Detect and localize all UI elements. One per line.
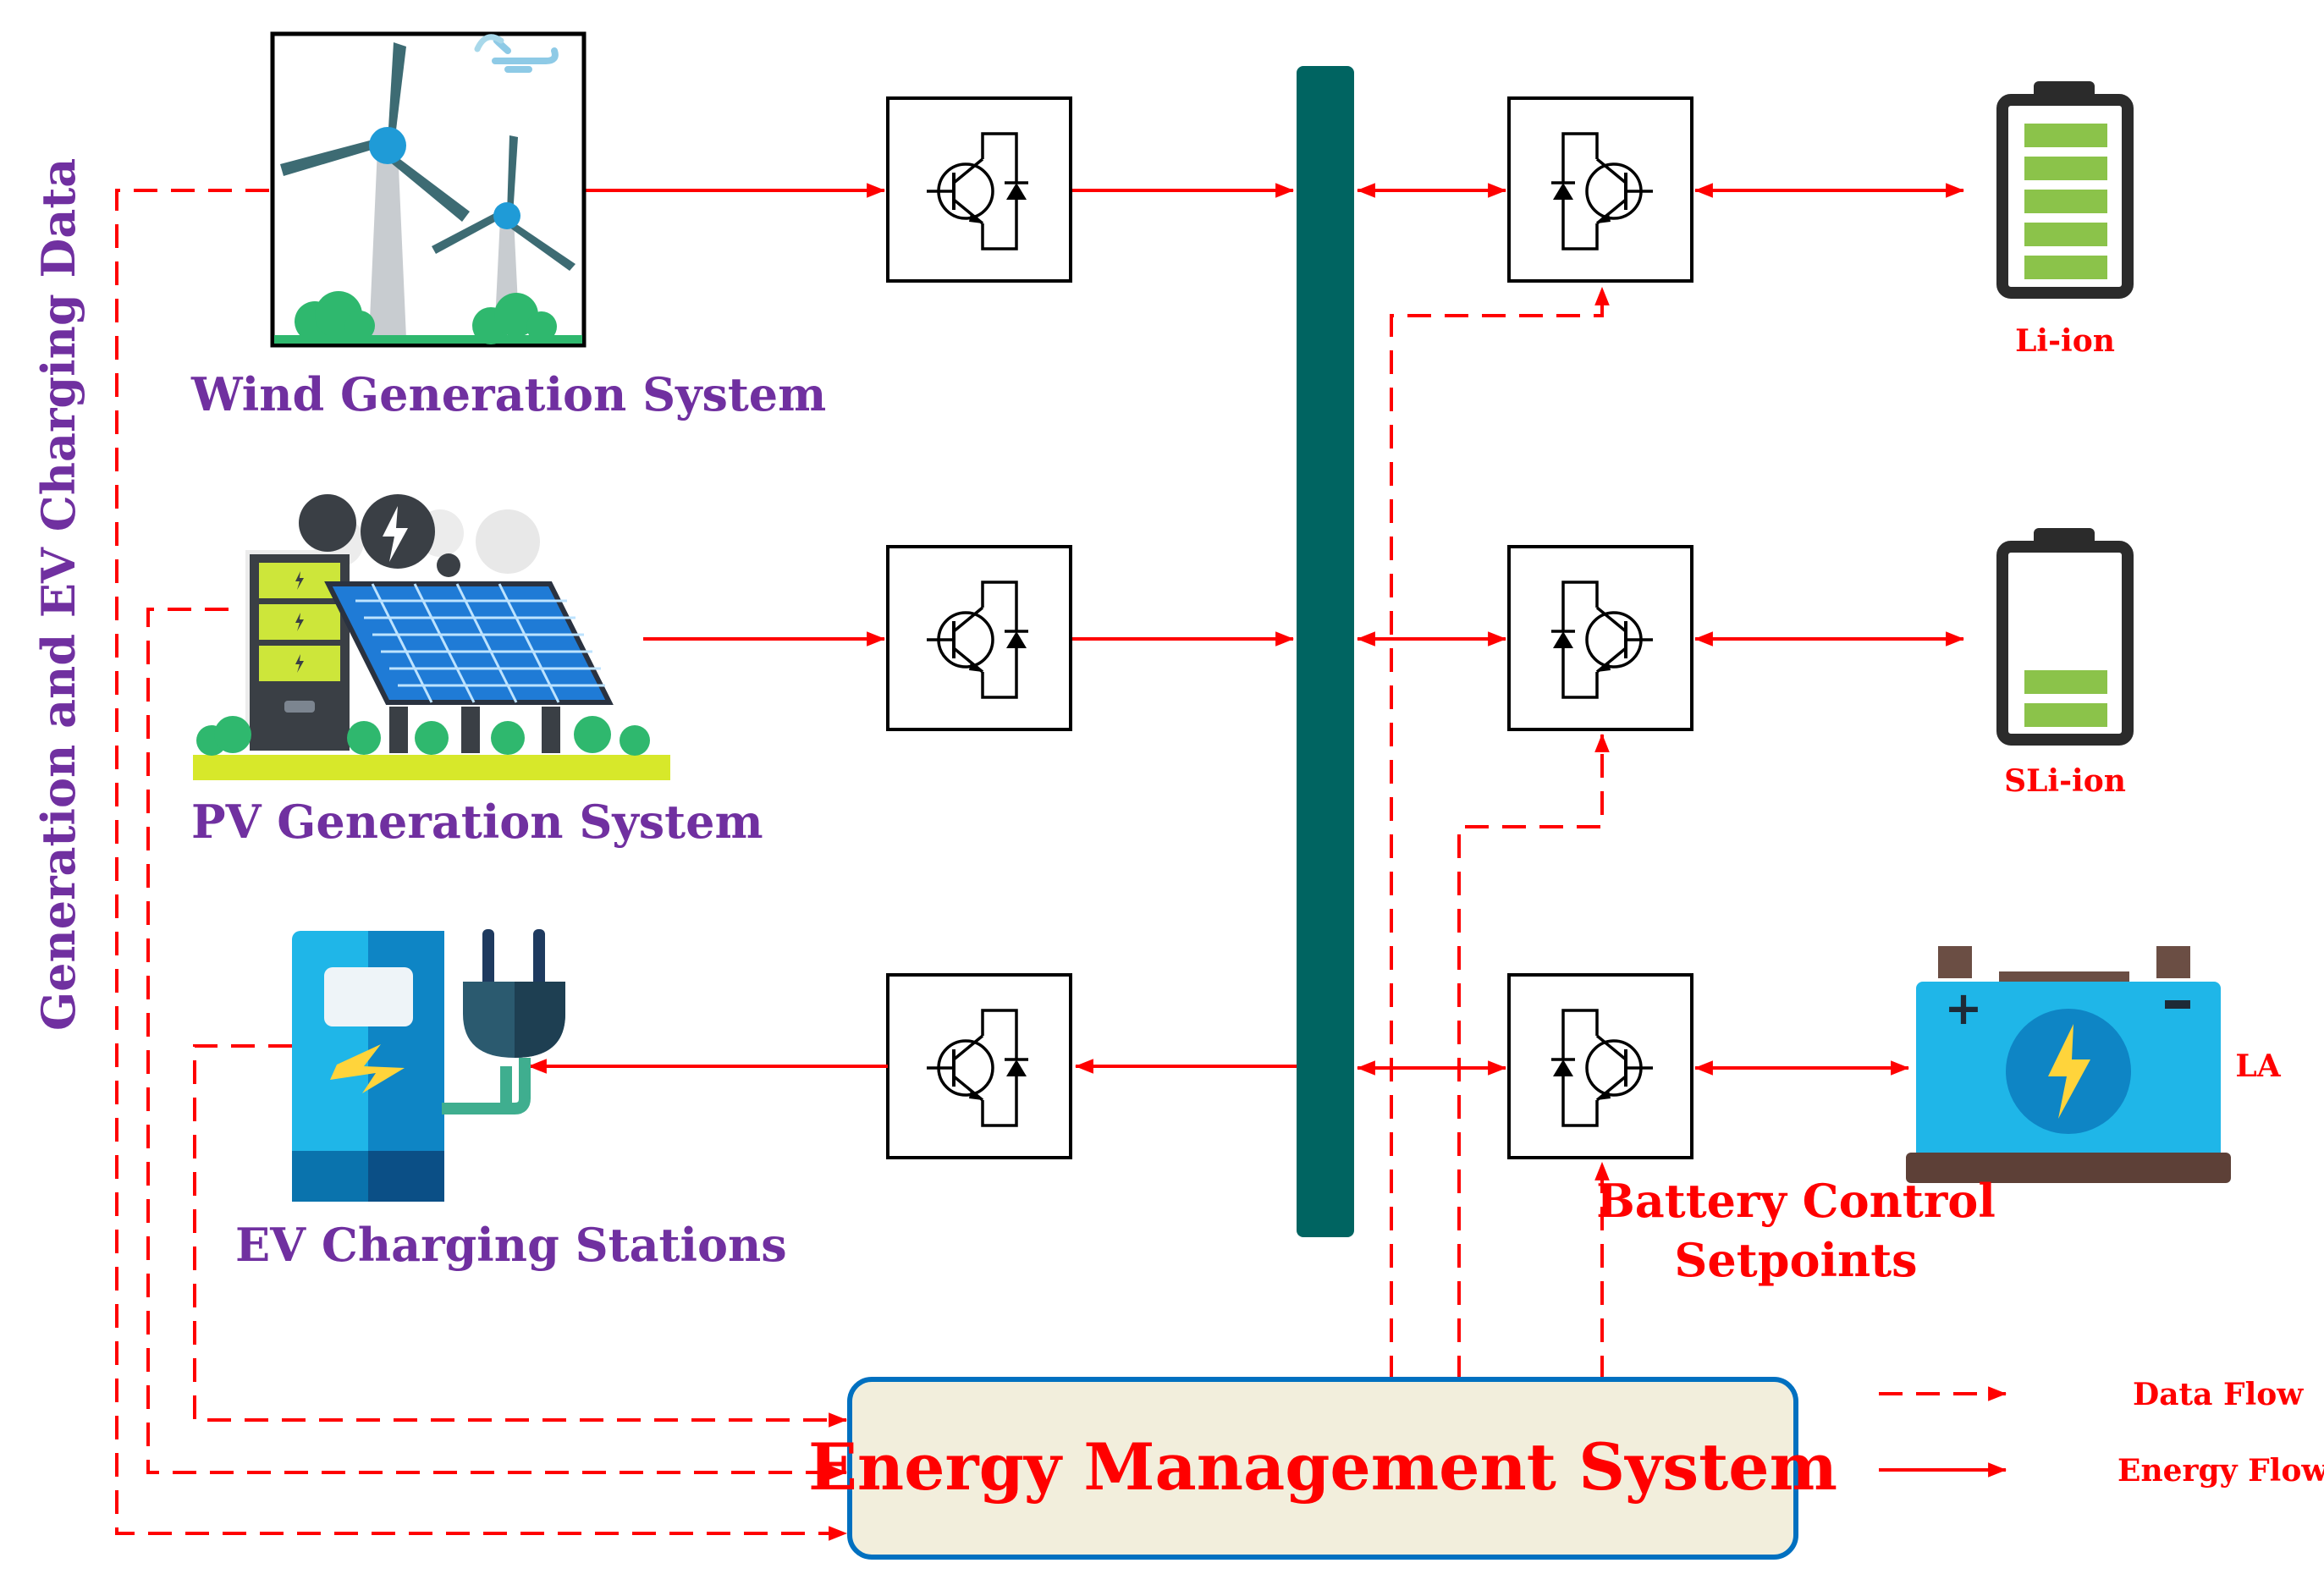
legend-data-flow-label: Data Flow <box>2133 1377 2304 1412</box>
sliion-converter <box>1509 547 1692 729</box>
dc-bus-bar <box>1297 66 1354 1237</box>
wind-turbine-icon <box>270 31 587 348</box>
ems-box <box>847 1377 1798 1560</box>
legend: Data Flow Energy Flow <box>1879 1377 2324 1489</box>
sliion-label: SLi-ion <box>2004 763 2126 799</box>
wind-converter <box>886 96 1072 283</box>
liion-converter <box>1509 98 1692 281</box>
pv-system-icon <box>193 494 670 780</box>
side-data-label: Generation and EV Charging Data <box>31 158 85 1031</box>
la-converter <box>1509 975 1692 1158</box>
legend-energy-flow-label: Energy Flow <box>2117 1453 2324 1489</box>
ev-label: EV Charging Stations <box>235 1218 787 1272</box>
ev-converter <box>886 973 1072 1159</box>
data-flow-lines <box>115 189 1610 1541</box>
wind-label: Wind Generation System <box>190 367 826 421</box>
la-label: LA <box>2235 1048 2281 1084</box>
svg-text:+: + <box>1944 982 1982 1035</box>
control-label-line1: Battery Control <box>1596 1174 1996 1228</box>
pv-label: PV Generation System <box>191 795 763 849</box>
pv-converter <box>886 545 1072 731</box>
sliion-battery-icon <box>1996 528 2134 746</box>
energy-flow-lines <box>527 183 1965 1076</box>
control-label-line2: Setpoints <box>1674 1233 1917 1287</box>
ems-label: Energy Management System <box>808 1429 1837 1505</box>
lead-acid-battery-icon: + <box>1906 946 2231 1183</box>
liion-battery-icon <box>1996 81 2134 299</box>
ev-charger-icon <box>292 929 565 1202</box>
liion-label: Li-ion <box>2015 323 2115 359</box>
